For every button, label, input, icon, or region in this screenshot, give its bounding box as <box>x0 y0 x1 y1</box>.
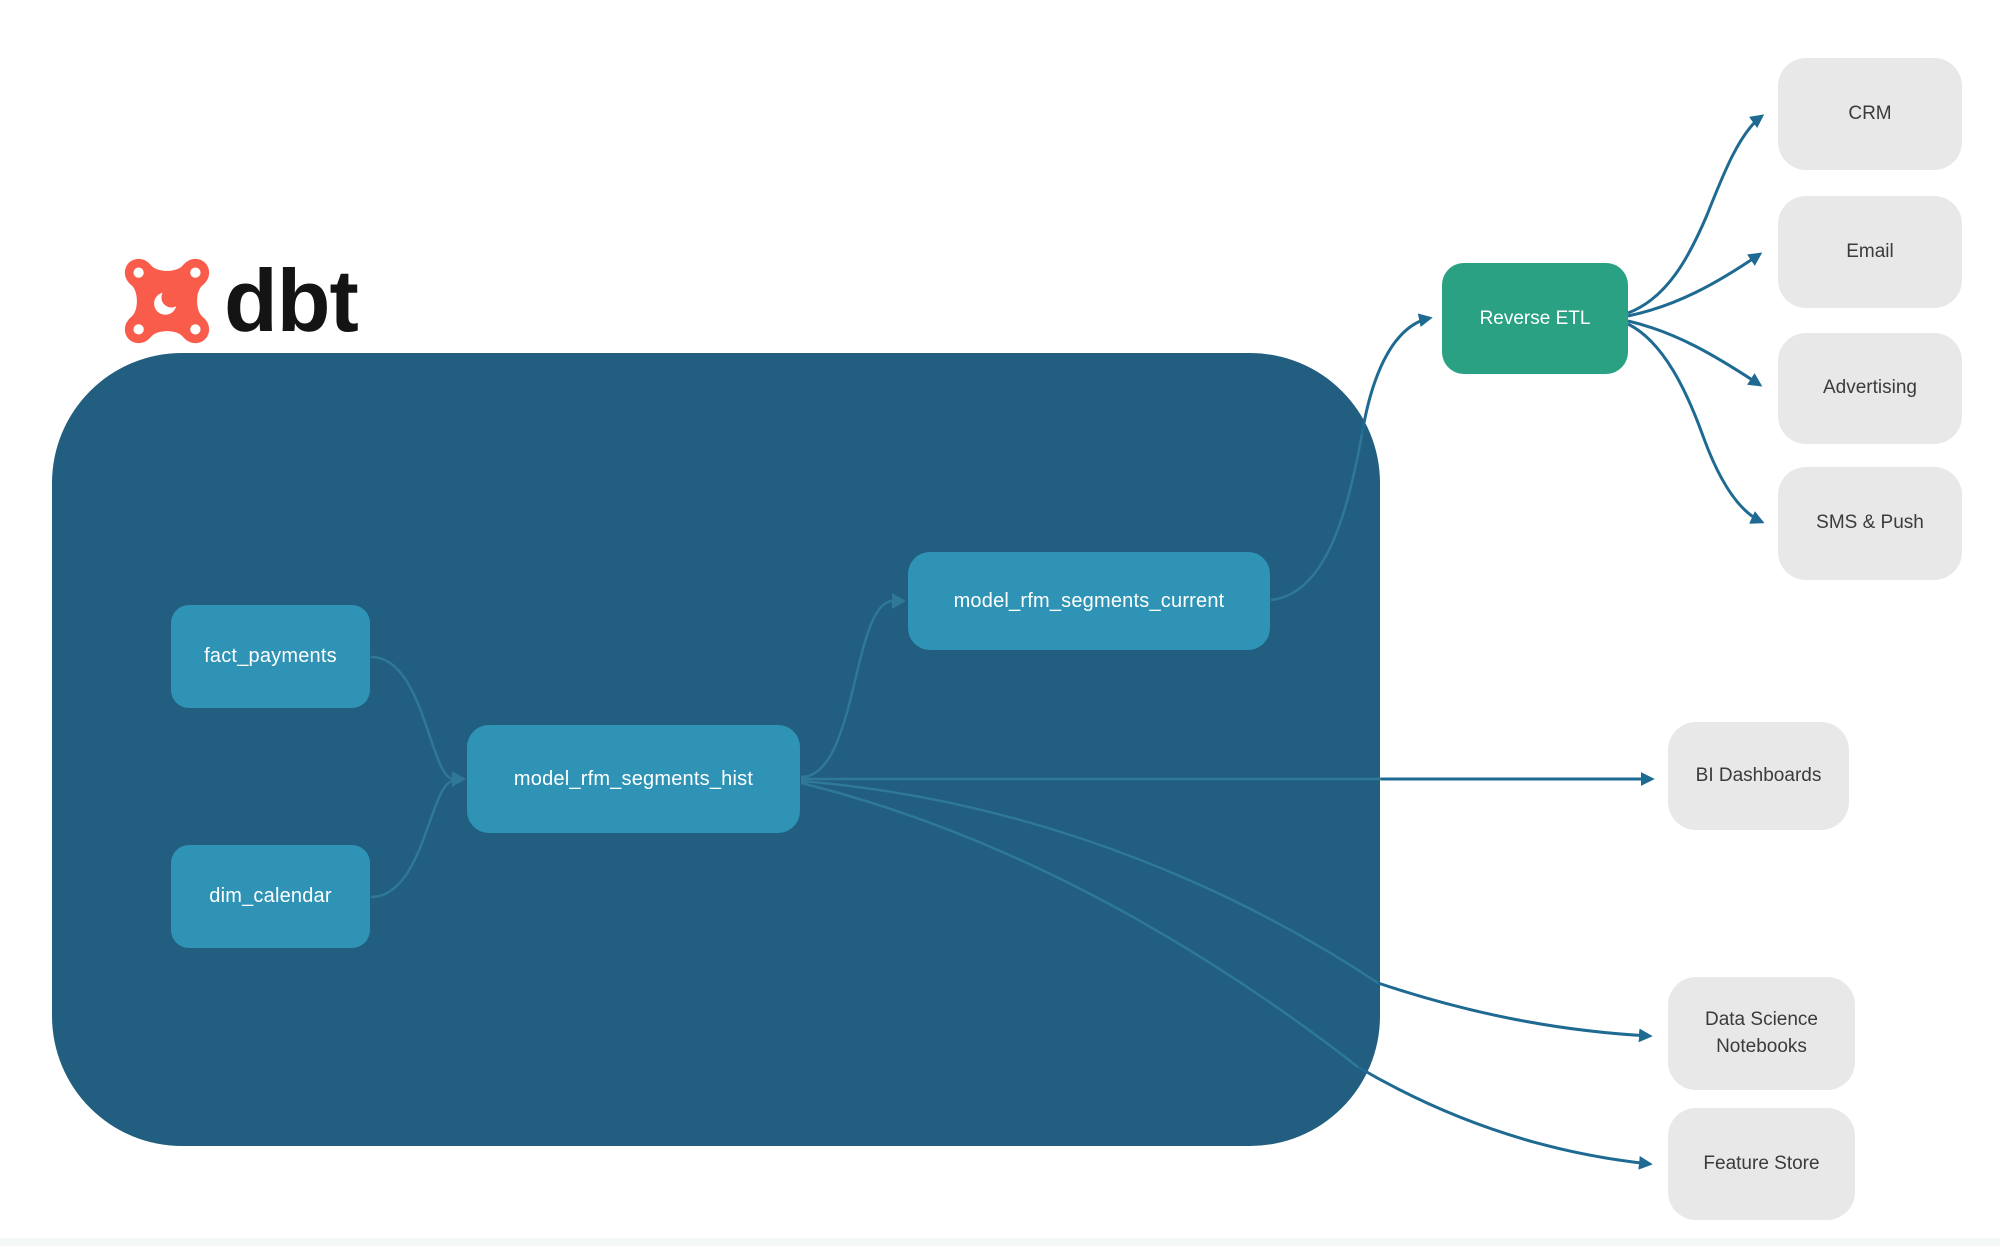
dest-feature-store-label: Feature Store <box>1703 1152 1820 1174</box>
edge-hist-to-data-science-notebooks <box>1377 981 1653 1043</box>
channel-crm-label: CRM <box>1848 102 1892 124</box>
node-model-rfm-segments-current-label: model_rfm_segments_current <box>953 589 1225 612</box>
edge-reverse-etl-to-advertising <box>1627 319 1763 387</box>
node-fact-payments: fact_payments <box>171 605 370 708</box>
dest-data-science-notebooks-label: Data Science Notebooks <box>1704 1008 1818 1057</box>
dest-bi-dashboards-label: BI Dashboards <box>1695 764 1822 786</box>
dest-bi-dashboards: BI Dashboards <box>1668 722 1849 830</box>
channel-crm: CRM <box>1778 58 1962 170</box>
channel-email: Email <box>1778 196 1962 308</box>
node-dim-calendar-label: dim_calendar <box>209 885 332 907</box>
edge-hist-to-feature-store <box>1357 1065 1653 1170</box>
reverse-etl-label: Reverse ETL <box>1479 307 1591 329</box>
node-model-rfm-segments-hist: model_rfm_segments_hist <box>467 725 800 833</box>
channel-sms-push-label: SMS & Push <box>1816 512 1924 534</box>
edge-reverse-etl-to-email <box>1627 252 1763 318</box>
dest-data-science-notebooks: Data Science Notebooks <box>1668 977 1855 1090</box>
edge-reverse-etl-to-sms-push <box>1627 322 1765 524</box>
channel-email-label: Email <box>1846 240 1894 262</box>
edge-reverse-etl-to-crm <box>1627 114 1765 315</box>
edge-current-to-reverse-etl <box>1360 313 1433 435</box>
dbt-logo-text: dbt <box>224 251 359 350</box>
reverse-etl-node: Reverse ETL <box>1442 263 1628 374</box>
dbt-logo-icon <box>124 258 210 344</box>
dbt-logo: dbt <box>124 251 359 350</box>
node-dim-calendar: dim_calendar <box>171 845 370 948</box>
channel-sms-push: SMS & Push <box>1778 467 1962 580</box>
dest-feature-store: Feature Store <box>1668 1108 1855 1220</box>
node-model-rfm-segments-hist-label: model_rfm_segments_hist <box>513 767 754 790</box>
channel-advertising-label: Advertising <box>1823 377 1917 399</box>
channel-advertising: Advertising <box>1778 333 1962 444</box>
node-fact-payments-label: fact_payments <box>204 645 337 667</box>
bottom-strip <box>0 1238 2000 1246</box>
node-model-rfm-segments-current: model_rfm_segments_current <box>908 552 1270 650</box>
